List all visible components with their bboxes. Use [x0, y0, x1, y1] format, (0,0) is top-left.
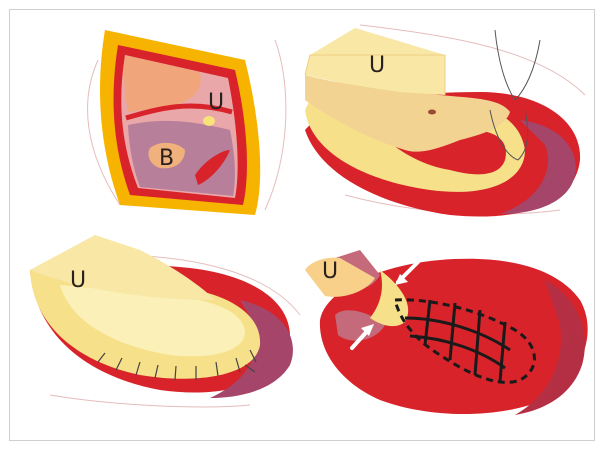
panel-top-left: U B	[88, 30, 286, 215]
label-u: U	[322, 259, 338, 284]
panel-bottom-right: U	[305, 250, 588, 415]
label-b: B	[159, 146, 174, 171]
urethra-nodule	[203, 116, 215, 126]
panel-bottom-left: U	[30, 235, 300, 407]
label-u: U	[70, 268, 86, 293]
label-u: U	[208, 90, 224, 115]
panel-top-right: U	[305, 25, 585, 217]
label-u: U	[369, 53, 385, 78]
